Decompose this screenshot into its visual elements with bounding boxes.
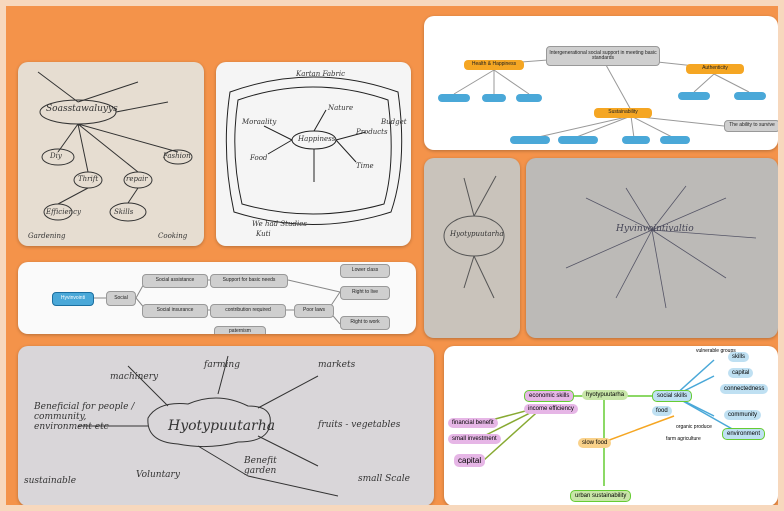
tag-skills: skills: [728, 352, 749, 362]
sketch-label: fruits - vegetables: [318, 420, 401, 430]
sketch-lines: [78, 355, 339, 497]
photo-sketch: [565, 185, 757, 309]
tag-organic: organic produce: [676, 424, 712, 430]
diagram-welfare: Hyvinvointi Social Social assistance Sup…: [18, 262, 416, 334]
tag-small-investment: small investment: [448, 434, 501, 444]
sketch-center: Hyotypuutarha: [168, 418, 276, 434]
tag-urban-sustainability: urban sustainability: [570, 490, 632, 502]
health-node: Health & Happiness: [464, 60, 524, 70]
tag-income-efficiency: income efficiency: [524, 404, 578, 414]
tag-financial-benefit: financial benefit: [448, 418, 498, 428]
tag-food: food: [652, 406, 672, 416]
central-node: Intergenerational social support in meet…: [546, 46, 660, 66]
tag-vulnerable: vulnerable groups: [696, 348, 736, 354]
sketch-label: Voluntary: [136, 470, 180, 480]
flow-node: Lower class: [340, 264, 390, 278]
sketch-label: Cooking: [158, 232, 188, 240]
tag-community: community: [724, 410, 762, 420]
tag-social-skills: social skills: [652, 390, 693, 402]
leaf-node: [510, 136, 550, 144]
digital-mindmap-social-support: Intergenerational social support in meet…: [424, 16, 778, 150]
photo-hyvinvointivaltio: Hyvinvointivaltio: [526, 158, 778, 338]
tag-capital-right: capital: [728, 368, 754, 378]
photo-mindmap-sosiaalityo: Soasstawaluyys Thrift repair Fashion Ski…: [18, 62, 204, 246]
flow-node: paternism: [214, 326, 266, 334]
tag-economic-skills: economic skills: [524, 390, 575, 402]
flow-node: Social assistance: [142, 274, 208, 288]
note-node: The ability to survive: [724, 120, 778, 132]
drawing-title: Kartan Fabric: [296, 70, 346, 78]
photo-title: Hyotypuutarha: [450, 230, 504, 238]
leaf-node: [734, 92, 766, 100]
sketch-label: sustainable: [24, 476, 77, 486]
sketch-label: Efficiency: [46, 208, 81, 216]
sketch-label: Thrift: [78, 175, 99, 183]
mid-node: Social: [106, 291, 136, 306]
sketch-label: small Scale: [358, 474, 410, 484]
sketch-label: markets: [318, 360, 356, 370]
tag-farm: farm agriculture: [666, 436, 701, 442]
tag-center: hyotypuutarha: [582, 390, 629, 400]
photo-title: Hyvinvointivaltio: [616, 224, 694, 234]
digital-map-hyotypuutarha: economic skills income efficiency hyotyp…: [444, 346, 778, 506]
drawing-label: Products: [356, 128, 388, 136]
sketch-label: Beneficial for people / community, envir…: [34, 402, 135, 432]
tag-capital-left: capital: [454, 454, 486, 467]
sketch-title: Soasstawaluyys: [46, 104, 118, 114]
drawing-label: Nature: [328, 104, 354, 112]
sketch-label: Benefit garden: [244, 456, 277, 476]
photo-hyotypuutarha-small: Hyotypuutarha: [424, 158, 520, 338]
photo-sketch: [443, 175, 505, 299]
sketch-label: Fashion: [163, 152, 191, 160]
flow-node: Right to live: [340, 286, 390, 300]
sketch-label: farming: [204, 360, 240, 370]
photo-hyotypuutarha-large: Hyotypuutarha machinery farming markets …: [18, 346, 434, 506]
drawing-footer: Kuti: [256, 230, 271, 238]
drawing-wellbeing-diagram: Kartan Fabric Happiness Moraality Food T…: [216, 62, 411, 246]
leaf-node: [516, 94, 542, 102]
leaf-node: [558, 136, 598, 144]
drawing-center: Happiness: [298, 135, 336, 143]
flow-node: Right to work: [340, 316, 390, 330]
tag-slow-food: slow food: [578, 438, 612, 448]
leaf-node: [660, 136, 690, 144]
root-node: Hyvinvointi: [52, 292, 94, 306]
sketch-label: Gardening: [28, 232, 66, 240]
flow-node: Support for basic needs: [210, 274, 288, 288]
flow-node: contribution required: [210, 304, 286, 318]
sketch-label: machinery: [110, 372, 159, 382]
flow-node: Social insurance: [142, 304, 208, 318]
sketch-lines: [37, 71, 193, 222]
leaf-node: [678, 92, 710, 100]
drawing-label: Moraality: [242, 118, 277, 126]
drawing-footer: We had Studies: [252, 220, 307, 228]
tag-environment: environment: [722, 428, 766, 440]
authenticity-node: Authenticity: [686, 64, 744, 74]
sketch-label: Diy: [50, 152, 62, 160]
sketch-label: repair: [126, 175, 148, 183]
drawing-label: Budget: [381, 118, 407, 126]
drawing-label: Food: [250, 154, 268, 162]
drawing-label: Time: [356, 162, 374, 170]
flow-node: Poor laws: [294, 304, 334, 318]
sustainability-node: Sustainability: [594, 108, 652, 118]
tag-connectedness: connectedness: [720, 384, 769, 394]
drawing-lines: [225, 76, 403, 225]
leaf-node: [622, 136, 650, 144]
sketch-label: Skills: [114, 208, 134, 216]
leaf-node: [482, 94, 506, 102]
leaf-node: [438, 94, 470, 102]
